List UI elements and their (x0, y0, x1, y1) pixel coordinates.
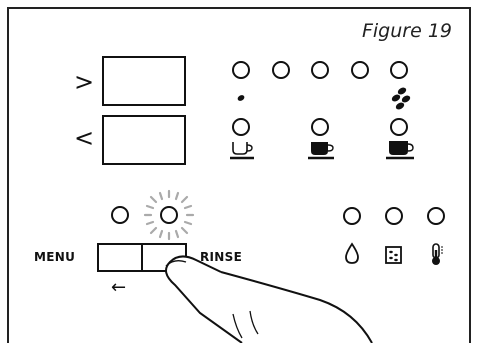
medium-cup-led (311, 118, 329, 136)
menu-led (111, 206, 129, 224)
strength-led-5 (390, 61, 408, 79)
rinse-led (160, 206, 178, 224)
up-button[interactable] (102, 56, 186, 106)
small-cup-led (232, 118, 250, 136)
menu-button[interactable] (97, 243, 143, 272)
medium-cup-icon (308, 142, 334, 160)
strength-led-3 (311, 61, 329, 79)
back-arrow-symbol: ← (111, 277, 126, 298)
large-cup-icon (386, 141, 414, 160)
strength-led-1 (232, 61, 250, 79)
down-button[interactable] (102, 115, 186, 165)
water-drop-icon (345, 242, 359, 264)
small-cup-icon (230, 142, 254, 160)
menu-label: MENU (34, 250, 76, 264)
rinse-label: RINSE (200, 250, 243, 264)
strength-led-2 (272, 61, 290, 79)
strong-beans-icon (391, 87, 411, 110)
temperature-led (427, 207, 445, 225)
grounds-led (385, 207, 403, 225)
rinse-led-flash-icon (143, 189, 195, 241)
grounds-container-icon (385, 246, 402, 264)
figure-caption: Figure 19 (361, 20, 452, 42)
panel-border (7, 7, 471, 343)
thermometer-icon (432, 243, 443, 265)
strength-led-4 (351, 61, 369, 79)
water-led (343, 207, 361, 225)
hand-pressing-rinse-illustration (165, 255, 373, 343)
down-arrow-symbol: < (74, 124, 94, 152)
large-cup-led (390, 118, 408, 136)
mild-bean-icon (237, 95, 245, 101)
up-arrow-symbol: > (74, 68, 94, 96)
strength-led-row (232, 61, 408, 79)
